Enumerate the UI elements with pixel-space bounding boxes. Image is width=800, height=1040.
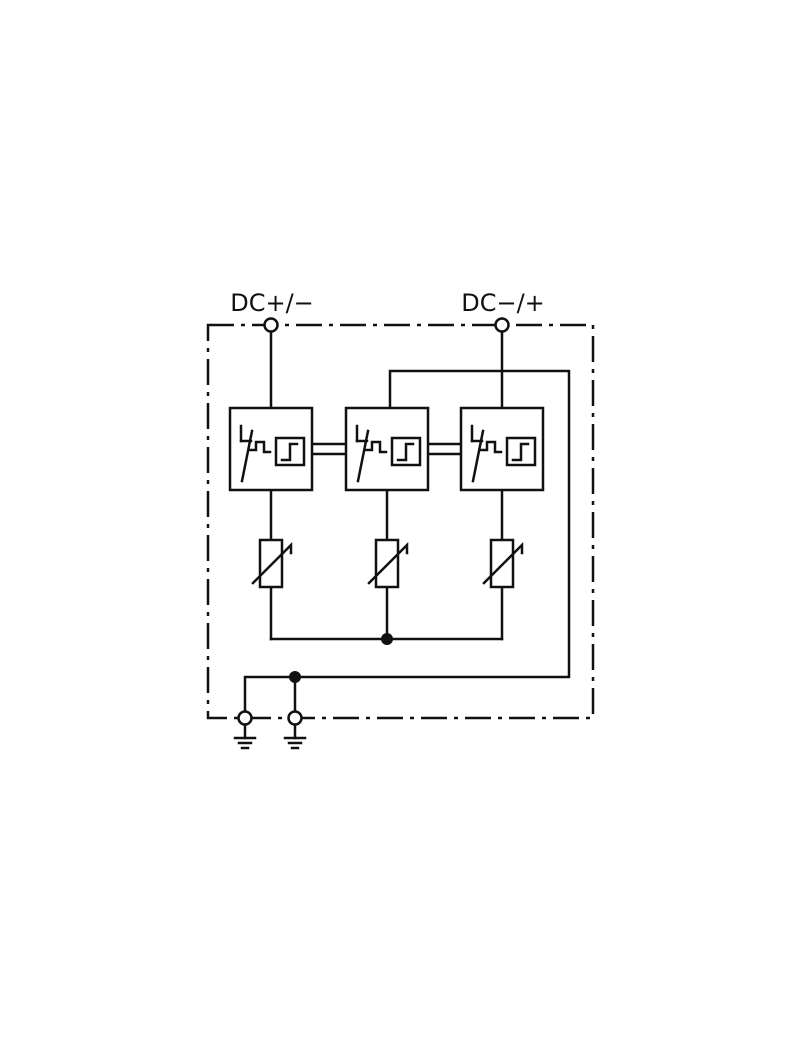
varistor-2-icon xyxy=(367,538,409,589)
varistor-1-icon xyxy=(251,538,293,589)
disconnector-module-1 xyxy=(228,406,314,492)
junction-dot-varistors xyxy=(381,633,393,645)
wire-pe-return xyxy=(293,369,571,679)
terminal-right-label: DC−/+ xyxy=(461,289,545,317)
varistor-3-icon xyxy=(482,538,524,589)
terminal-ground-right xyxy=(287,710,303,726)
wire-ground-left xyxy=(243,675,297,713)
ground-right-icon xyxy=(283,736,307,750)
disconnector-module-3 xyxy=(459,406,545,492)
wires xyxy=(243,330,571,713)
terminal-dc-left xyxy=(263,317,279,333)
terminal-left-label: DC+/− xyxy=(230,289,314,317)
enclosure-boundary xyxy=(206,323,595,720)
junction-dot-ground xyxy=(289,671,301,683)
terminal-ground-left xyxy=(237,710,253,726)
disconnector-module-2 xyxy=(344,406,430,492)
terminal-dc-right xyxy=(494,317,510,333)
ground-left-icon xyxy=(233,736,257,750)
